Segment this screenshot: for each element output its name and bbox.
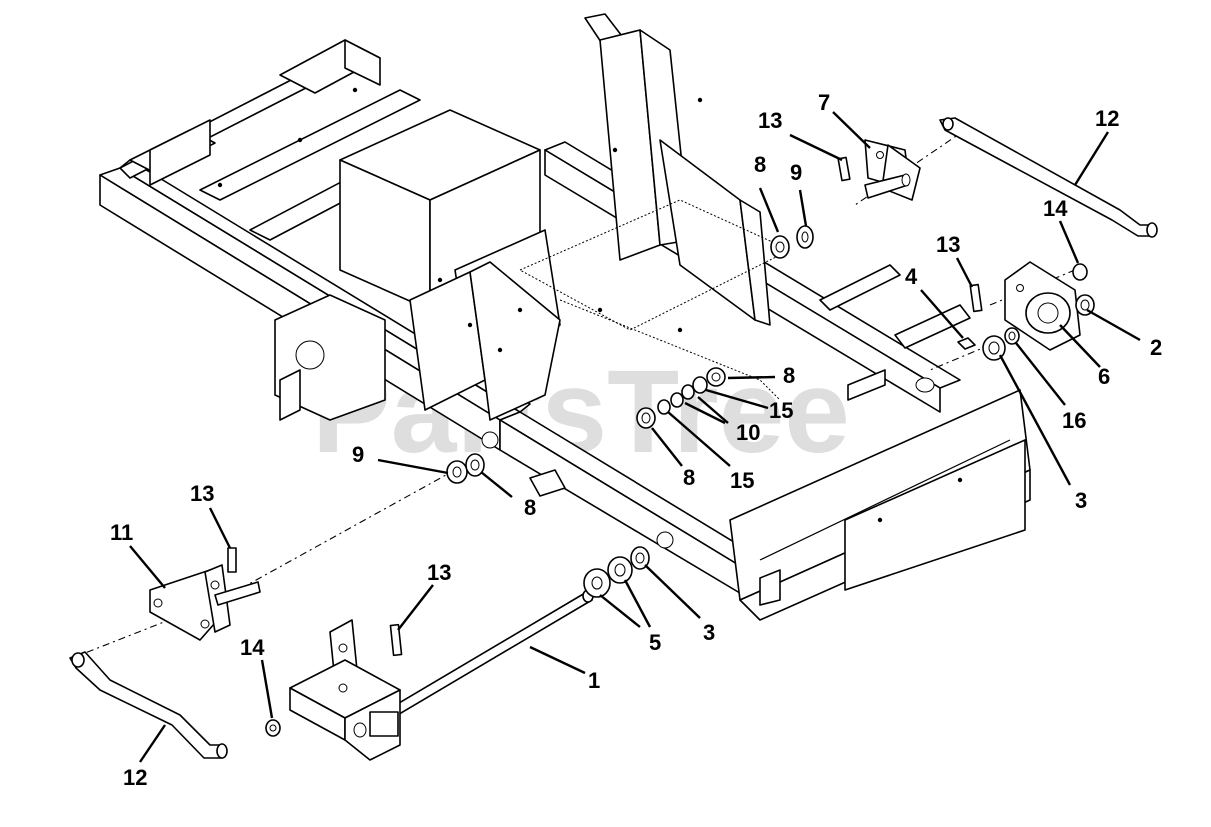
callout-4: 4 [905, 264, 918, 289]
part-1-brake-rod [289, 589, 594, 761]
callout-14: 14 [1043, 196, 1068, 221]
callout-10: 10 [736, 420, 760, 445]
part-11-pivot-bracket [149, 564, 261, 641]
washers-and-bushings [265, 225, 1095, 737]
callout-8: 8 [754, 152, 766, 177]
callout-1: 1 [588, 668, 600, 693]
callout-6: 6 [1098, 364, 1110, 389]
callout-13: 13 [427, 560, 451, 585]
callout-15: 15 [730, 468, 754, 493]
callout-12: 12 [123, 765, 147, 790]
callout-8: 8 [783, 363, 795, 388]
callout-16: 16 [1062, 408, 1086, 433]
callout-13: 13 [758, 108, 782, 133]
callout-2: 2 [1150, 335, 1162, 360]
part-13-keys [227, 156, 983, 657]
mower-frame [99, 13, 1031, 621]
callout-7: 7 [818, 90, 830, 115]
leader-lines [129, 111, 1141, 763]
callout-9: 9 [352, 442, 364, 467]
callout-13: 13 [936, 232, 960, 257]
callout-14: 14 [240, 635, 265, 660]
callout-12: 12 [1095, 106, 1119, 131]
callout-15: 15 [769, 398, 793, 423]
part-7-pivot-bracket [864, 139, 921, 201]
callout-5: 5 [649, 630, 661, 655]
callout-8: 8 [683, 465, 695, 490]
callout-labels: 1 2 3 3 4 5 6 7 8 8 8 8 9 9 10 11 12 12 … [110, 90, 1162, 790]
callout-3: 3 [703, 620, 715, 645]
callout-13: 13 [190, 481, 214, 506]
callout-11: 11 [110, 520, 133, 545]
part-12-linkage-rod [69, 117, 1158, 759]
callout-3: 3 [1075, 488, 1087, 513]
callout-9: 9 [790, 160, 802, 185]
callout-8: 8 [524, 495, 536, 520]
